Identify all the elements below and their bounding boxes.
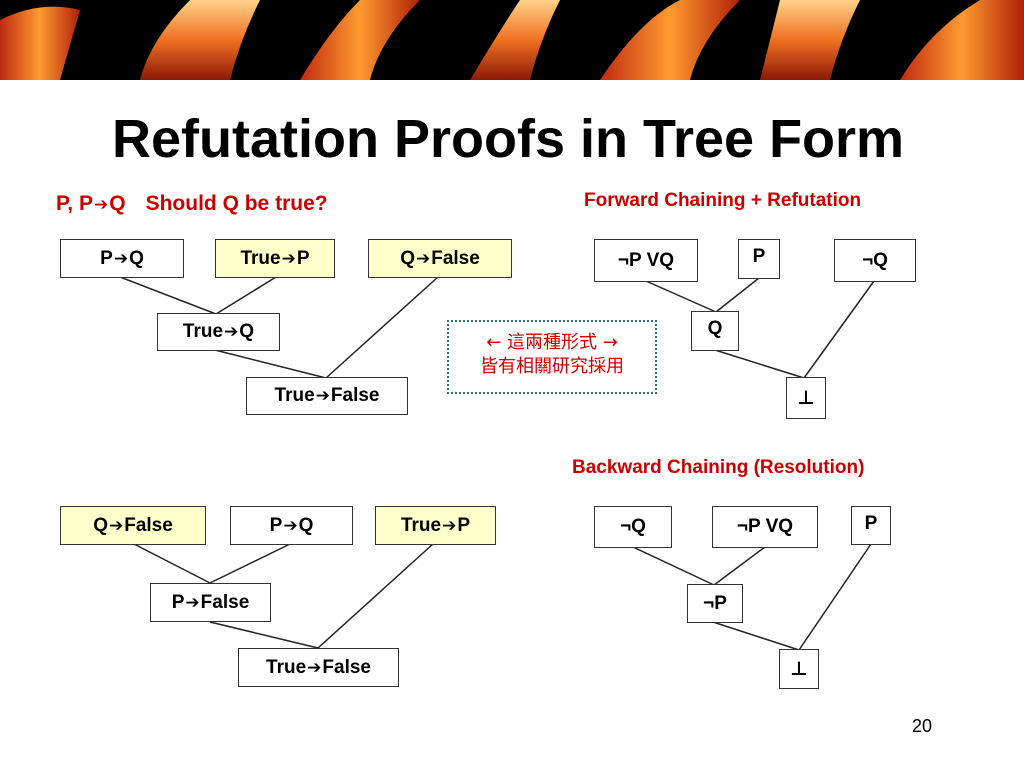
tree4-not-p-or-q: ¬P VQ (712, 506, 818, 548)
tree3-q: Q (691, 311, 739, 351)
clause-right: Q (298, 514, 314, 536)
implies-arrow-icon: ➔ (224, 322, 239, 342)
tree1-true-implies-false: True➔False (246, 377, 408, 415)
tree3-not-p-or-q: ¬P VQ (594, 239, 698, 282)
tree4-not-p: ¬P (687, 584, 743, 623)
clause-right: P (296, 247, 310, 269)
clause-right: False (330, 385, 380, 406)
implies-arrow-icon: ➔ (281, 248, 296, 269)
clause-left: True (274, 385, 315, 406)
implies-arrow-icon: ➔ (442, 515, 457, 536)
clause-left: True (400, 514, 442, 536)
clause-right: Q (129, 247, 144, 269)
tree3-not-q: ¬Q (834, 239, 916, 282)
question-premises: P, P (56, 192, 93, 215)
note-line-2: 皆有相關研究採用 (480, 356, 624, 377)
clause-right: Q (239, 321, 255, 342)
page-number: 20 (912, 716, 933, 736)
note-box: ← 這兩種形式 → 皆有相關研究採用 (447, 320, 657, 394)
tree1-true-implies-p: True➔P (215, 239, 335, 278)
clause-left: True (240, 247, 281, 269)
implies-arrow-icon: ➔ (93, 195, 109, 215)
clause-left: P (100, 247, 113, 269)
tree1-q-implies-false: Q➔False (368, 239, 512, 278)
clause-right: False (200, 591, 250, 613)
forward-chaining-label: Forward Chaining + Refutation (584, 190, 862, 211)
implies-arrow-icon: ➔ (307, 657, 322, 678)
clause-left: Q (400, 247, 415, 269)
clause-left: True (266, 656, 307, 678)
tree4-contradiction: ⊥ (779, 649, 819, 689)
tree4-not-q: ¬Q (594, 506, 672, 548)
question-text: Should Q be true? (145, 192, 328, 215)
tree1-true-implies-q: True➔Q (157, 313, 280, 351)
tree2-true-implies-p: True➔P (375, 506, 496, 545)
implies-arrow-icon: ➔ (415, 248, 431, 269)
clause-left: P (171, 591, 185, 613)
question-conclusion: Q (109, 192, 126, 215)
tree2-p-implies-false: P➔False (150, 583, 271, 622)
tree3-contradiction: ⊥ (786, 377, 826, 419)
clause-right: False (431, 247, 480, 269)
clause-left: P (269, 514, 283, 536)
clause-right: False (124, 514, 173, 536)
clause-right: False (322, 656, 371, 678)
tree2-p-implies-q: P➔Q (230, 506, 353, 545)
tree1-p-implies-q: P➔Q (60, 239, 184, 278)
tree4-p: P (851, 506, 891, 545)
clause-left: Q (93, 514, 108, 536)
tree2-true-implies-false: True➔False (238, 648, 399, 687)
clause-right: P (457, 514, 471, 536)
question-label: P, P➔Q Should Q be true? (56, 192, 328, 216)
slide-title: Refutation Proofs in Tree Form (112, 109, 905, 169)
note-line-1: ← 這兩種形式 → (486, 332, 618, 353)
implies-arrow-icon: ➔ (108, 515, 124, 536)
backward-chaining-label: Backward Chaining (Resolution) (572, 457, 865, 478)
implies-arrow-icon: ➔ (113, 248, 129, 269)
clause-left: True (182, 321, 224, 342)
tree2-q-implies-false: Q➔False (60, 506, 206, 545)
implies-arrow-icon: ➔ (283, 515, 298, 536)
tree3-p: P (738, 239, 780, 279)
flame-banner (0, 0, 1024, 80)
implies-arrow-icon: ➔ (185, 592, 200, 613)
implies-arrow-icon: ➔ (315, 386, 330, 406)
